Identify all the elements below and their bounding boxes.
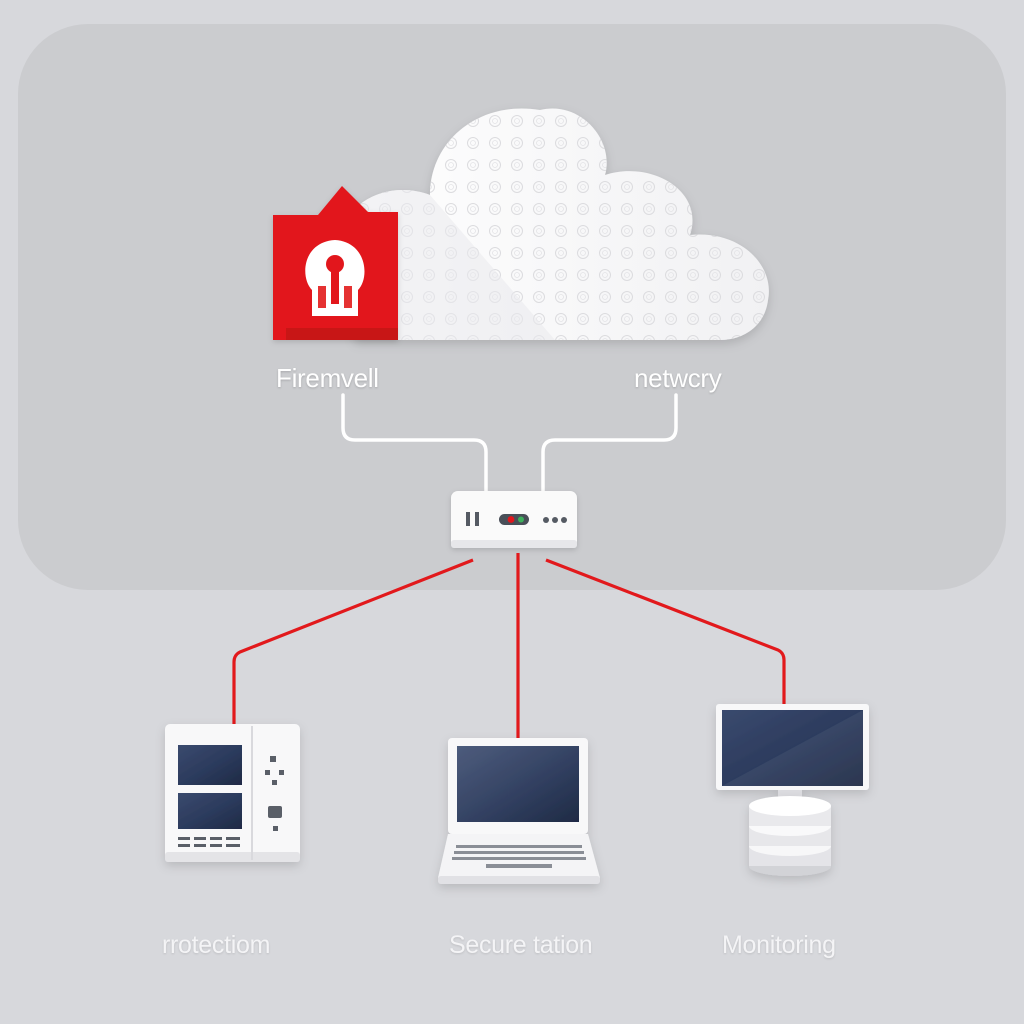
- monitoring-label: Monitoring: [722, 931, 836, 959]
- router-icon: [451, 491, 577, 548]
- monitor-icon: [716, 704, 869, 800]
- network-label: netwcry: [634, 363, 722, 393]
- cable-to-monitor: [545, 558, 786, 705]
- network-connector: [541, 393, 678, 494]
- firewall-label: Firemvell: [276, 363, 379, 393]
- protection-label: rrotectiom: [162, 931, 271, 959]
- firewall-connector: [341, 393, 488, 494]
- shield-lock-icon: [273, 186, 398, 340]
- laptop-icon: [438, 738, 600, 884]
- server-icon: [165, 724, 300, 862]
- cable-to-server: [232, 558, 474, 724]
- secure-station-label: Secure tation: [449, 931, 593, 959]
- database-icon: [749, 796, 831, 876]
